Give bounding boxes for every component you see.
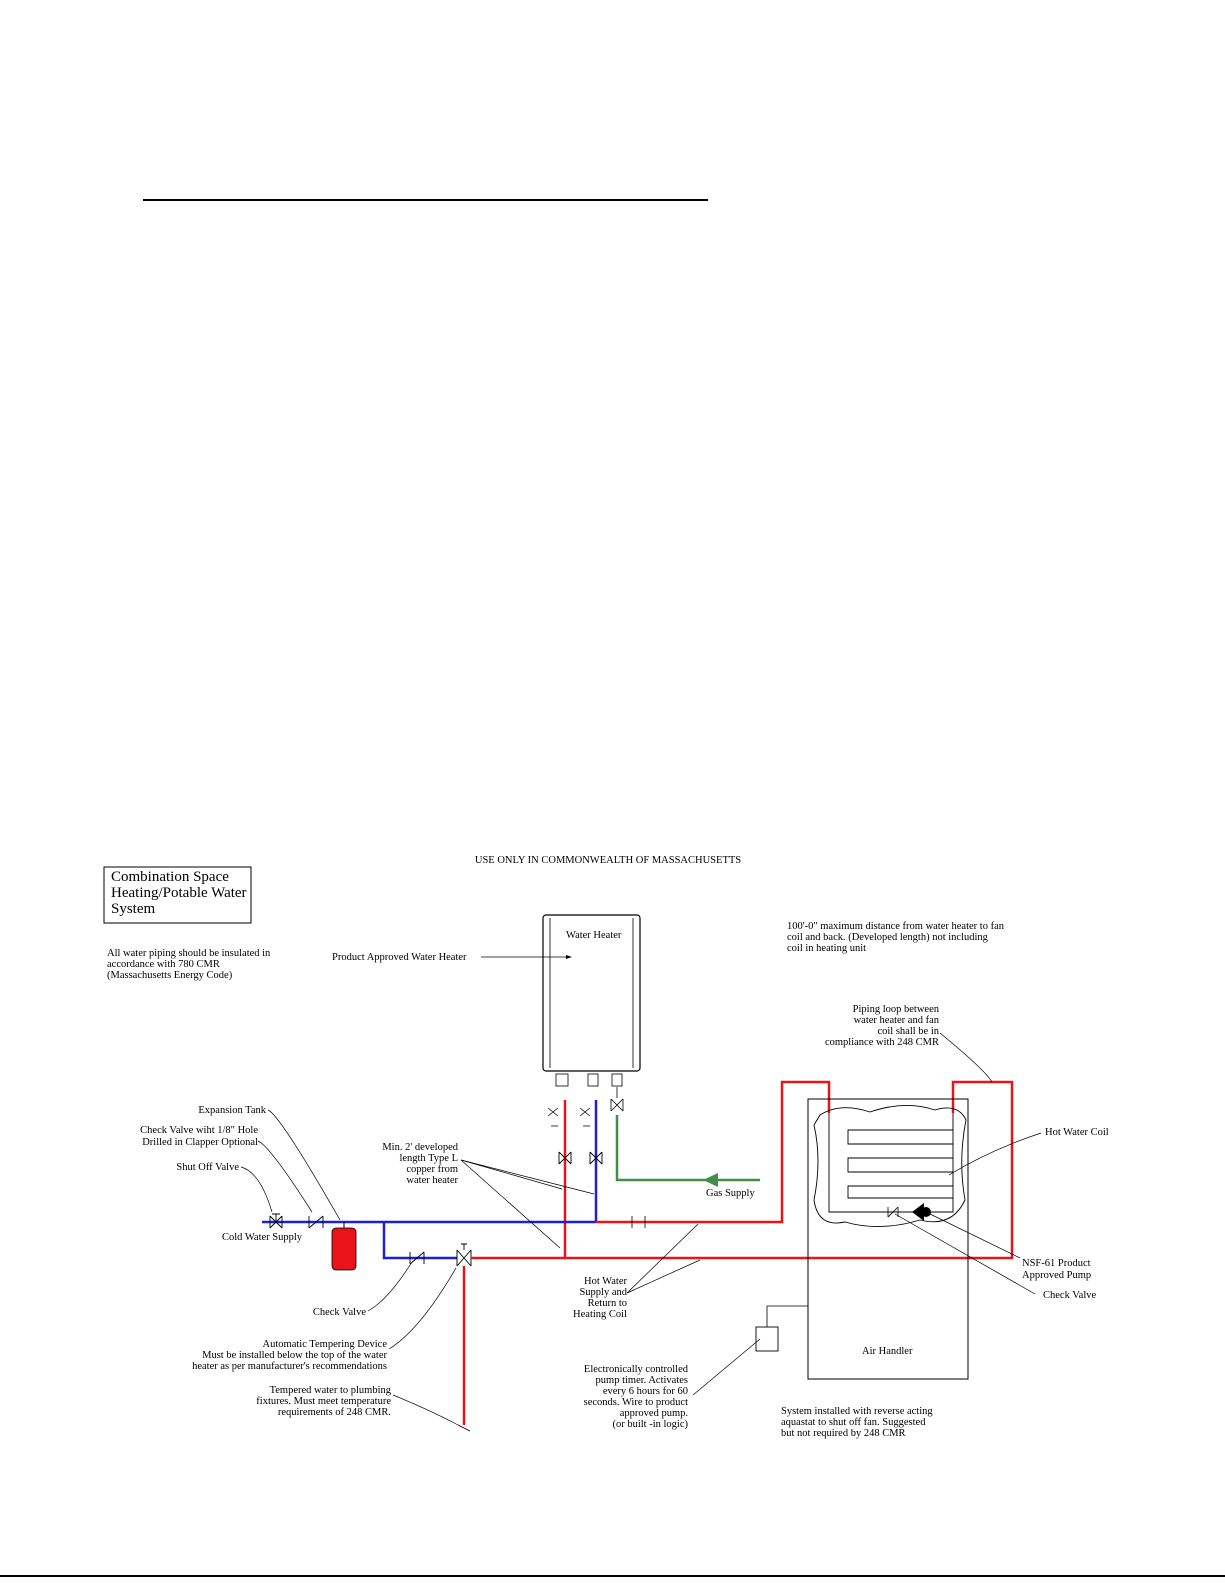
tempering-note-2: Must be installed below the top of the w… — [202, 1350, 387, 1361]
aquastat-note-3: but not required by 248 CMR — [781, 1428, 906, 1439]
insulation-note-2: accordance with 780 CMR — [107, 959, 220, 970]
piping-loop-note-1: Piping loop between — [853, 1004, 940, 1015]
hot-water-coil-icon — [828, 1113, 954, 1213]
massachusetts-heading: USE ONLY IN COMMONWEALTH OF MASSACHUSETT… — [475, 855, 741, 866]
tempering-note-1: Automatic Tempering Device — [263, 1339, 388, 1350]
tempered-note-3: requirements of 248 CMR. — [278, 1407, 391, 1418]
cold-branch-pipe — [382, 1222, 457, 1260]
hot-water-supply-4: Heating Coil — [573, 1309, 627, 1320]
hot-water-supply-1: Hot Water — [584, 1276, 627, 1287]
timer-note-2: pump timer. Activates — [596, 1375, 688, 1386]
air-handler-label: Air Handler — [862, 1346, 913, 1357]
developed-length-1: Min. 2' developed — [382, 1142, 458, 1153]
cold-water-supply-label: Cold Water Supply — [222, 1232, 303, 1243]
developed-length-4: water heater — [406, 1175, 458, 1186]
hot-water-supply-3: Return to — [588, 1298, 627, 1309]
timer-note-6: (or built -in logic) — [612, 1419, 688, 1430]
title-box — [103, 866, 252, 924]
piping-loop-note-4: compliance with 248 CMR — [825, 1037, 939, 1048]
timer-note-1: Electronically controlled — [584, 1364, 689, 1375]
water-heater-body — [542, 914, 641, 1072]
distance-note-3: coil in heating unit — [787, 943, 866, 954]
check-valve-hole-label-2: Drilled in Clapper Optional — [142, 1137, 258, 1148]
piping-loop-note-2: water heater and fan — [854, 1015, 940, 1026]
title-line-1: Combination Space — [111, 869, 229, 885]
gas-arrow-icon — [703, 1173, 718, 1187]
shut-off-valve-label: Shut Off Valve — [176, 1162, 239, 1173]
piping-loop-note-3: coil shall be in — [877, 1026, 939, 1037]
check-valve-hole-label-1: Check Valve wiht 1/8" Hole — [140, 1125, 258, 1136]
check-valve-right-label: Check Valve — [1043, 1290, 1097, 1301]
tempered-note-1: Tempered water to plumbing — [270, 1385, 392, 1396]
check-valve-main-icon — [308, 1215, 324, 1229]
pump-label-1: NSF-61 Product — [1022, 1258, 1091, 1269]
timer-note-5: approved pump. — [620, 1408, 688, 1419]
gas-supply-label: Gas Supply — [706, 1188, 755, 1199]
aquastat-note-1: System installed with reverse acting — [781, 1406, 933, 1417]
check-valve-branch-icon — [409, 1251, 425, 1265]
distance-note-1: 100'-0" maximum distance from water heat… — [787, 921, 1005, 932]
timer-note-3: every 6 hours for 60 — [603, 1386, 688, 1397]
expansion-tank-label: Expansion Tank — [198, 1105, 266, 1116]
hot-supply-pipe — [596, 1080, 831, 1224]
header-rule — [143, 199, 708, 201]
footer-rule — [0, 1575, 1225, 1577]
hot-water-main-pipe — [471, 1080, 1014, 1260]
expansion-tank-icon — [331, 1227, 357, 1271]
tempering-note-3: heater as per manufacturer's recommendat… — [192, 1361, 387, 1372]
pump-icon — [912, 1203, 924, 1221]
aquastat-note-2: aquastat to shut off fan. Suggested — [781, 1417, 926, 1428]
product-water-heater-label: Product Approved Water Heater — [332, 952, 467, 963]
shut-off-valve-icon — [269, 1213, 283, 1229]
timer-note-4: seconds. Wire to product — [584, 1397, 688, 1408]
hot-water-supply-2: Supply and — [579, 1287, 627, 1298]
tempered-note-2: fixtures. Must meet temperature — [256, 1396, 391, 1407]
tempering-device-icon — [456, 1243, 472, 1267]
hot-water-coil-label: Hot Water Coil — [1045, 1127, 1109, 1138]
insulation-note-3: (Massachusetts Energy Code) — [107, 970, 233, 981]
gas-supply-pipe — [615, 1115, 760, 1182]
coil-enclosure — [813, 1105, 967, 1227]
developed-length-2: length Type L — [399, 1153, 458, 1164]
water-heater-label: Water Heater — [566, 930, 622, 941]
developed-length-3: copper from — [406, 1164, 458, 1175]
insulation-note-1: All water piping should be insulated in — [107, 948, 271, 959]
check-valve-label: Check Valve — [313, 1307, 367, 1318]
pump-timer-box — [755, 1326, 779, 1352]
title-line-2: Heating/Potable Water — [111, 885, 247, 901]
pump-label-2: Approved Pump — [1022, 1270, 1091, 1281]
distance-note-2: coil and back. (Developed length) not in… — [787, 932, 989, 943]
title-line-3: System — [111, 901, 156, 917]
air-handler-box — [807, 1098, 969, 1380]
